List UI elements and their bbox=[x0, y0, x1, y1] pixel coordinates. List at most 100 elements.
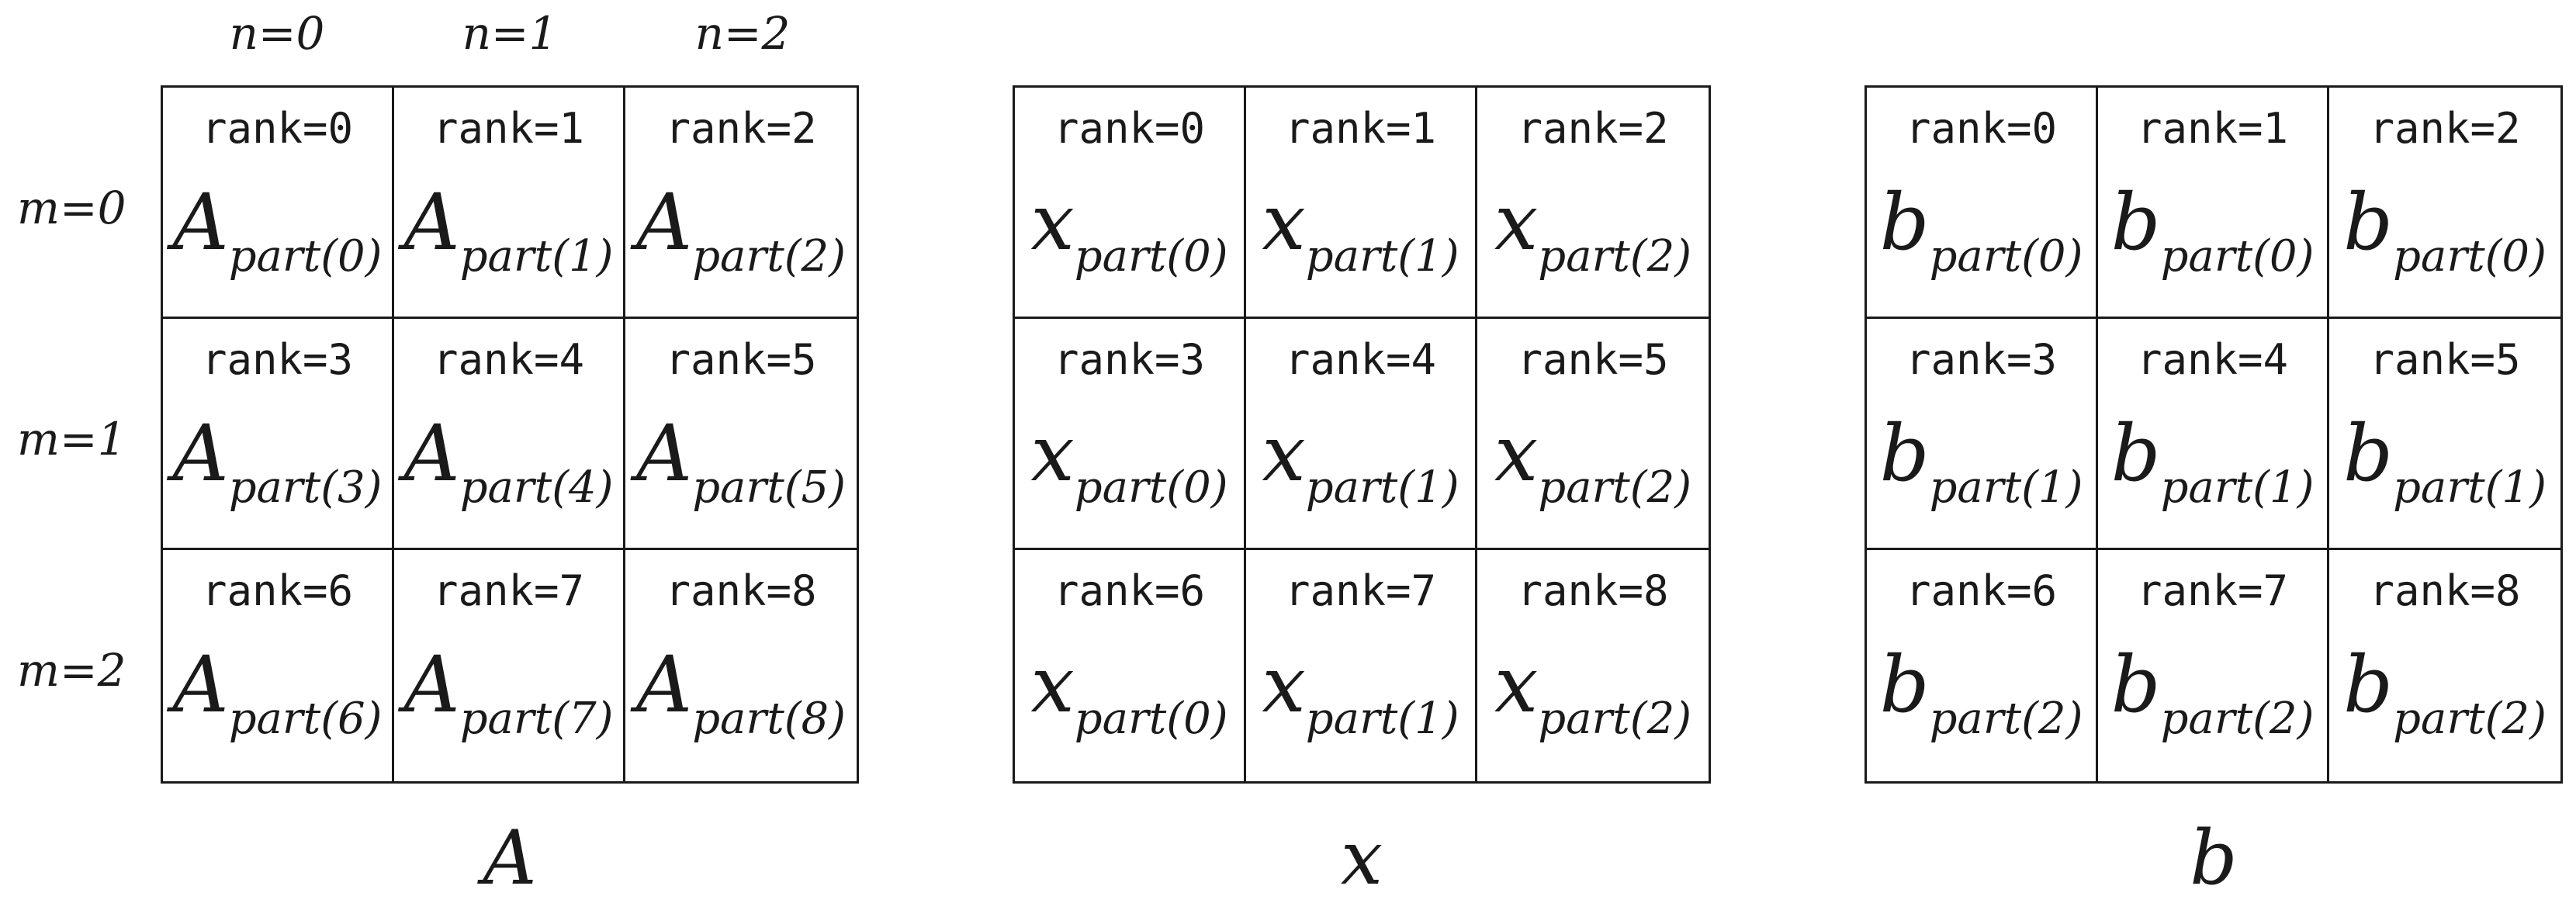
partition-subscript: part(1) bbox=[459, 231, 614, 282]
rank-label: rank=6 bbox=[1053, 566, 1206, 615]
partition-subscript: part(1) bbox=[2393, 462, 2547, 513]
partition-subscript: part(3) bbox=[228, 462, 383, 513]
partition-subscript: part(7) bbox=[459, 694, 614, 744]
partition-symbol: x bbox=[1030, 639, 1075, 730]
partition-label: xpart(2) bbox=[1477, 184, 1709, 279]
rank-label: rank=7 bbox=[2136, 566, 2289, 615]
partition-label: bpart(2) bbox=[2098, 646, 2327, 741]
partition-subscript: part(0) bbox=[2393, 231, 2547, 282]
row-label-m1: m=1 bbox=[17, 413, 126, 465]
partition-label: xpart(2) bbox=[1477, 646, 1709, 741]
rank-label: rank=0 bbox=[1053, 104, 1206, 153]
partition-subscript: part(2) bbox=[2160, 694, 2315, 744]
partition-subscript: part(1) bbox=[1305, 462, 1459, 513]
partition-symbol: b bbox=[2343, 177, 2394, 268]
partition-symbol: A bbox=[635, 408, 693, 499]
rank-label: rank=1 bbox=[2136, 104, 2289, 153]
matrix-cell: rank=2 bpart(0) bbox=[2329, 88, 2560, 319]
matrix-cell: rank=1 bpart(0) bbox=[2098, 88, 2329, 319]
partition-subscript: part(2) bbox=[1538, 462, 1692, 513]
rank-label: rank=4 bbox=[1284, 335, 1437, 384]
partition-symbol: b bbox=[2110, 408, 2161, 499]
partition-label: Apart(5) bbox=[625, 415, 857, 510]
partition-symbol: A bbox=[635, 177, 693, 268]
partition-label: bpart(0) bbox=[2329, 184, 2560, 279]
partition-symbol: A bbox=[403, 408, 460, 499]
rank-label: rank=5 bbox=[2369, 335, 2521, 384]
partition-subscript: part(1) bbox=[1305, 231, 1459, 282]
partition-symbol: A bbox=[403, 177, 460, 268]
partition-label: xpart(1) bbox=[1246, 646, 1475, 741]
partition-symbol: A bbox=[172, 408, 229, 499]
partition-label: bpart(0) bbox=[1867, 184, 2096, 279]
partition-subscript: part(8) bbox=[692, 694, 847, 744]
partition-symbol: A bbox=[635, 639, 693, 730]
partition-label: xpart(1) bbox=[1246, 184, 1475, 279]
rank-label: rank=3 bbox=[201, 335, 354, 384]
rank-label: rank=6 bbox=[1905, 566, 2058, 615]
partition-subscript: part(1) bbox=[2160, 462, 2315, 513]
partition-symbol: x bbox=[1262, 177, 1306, 268]
partition-symbol: x bbox=[1262, 639, 1306, 730]
partition-subscript: part(2) bbox=[692, 231, 847, 282]
rank-label: rank=8 bbox=[1517, 566, 1669, 615]
partition-label: Apart(2) bbox=[625, 184, 857, 279]
partition-symbol: b bbox=[2343, 408, 2394, 499]
partition-label: Apart(0) bbox=[163, 184, 392, 279]
row-label-m0: m=0 bbox=[17, 182, 126, 234]
partition-symbol: x bbox=[1262, 408, 1306, 499]
rank-label: rank=8 bbox=[2369, 566, 2521, 615]
partition-subscript: part(6) bbox=[228, 694, 383, 744]
partition-symbol: A bbox=[403, 639, 460, 730]
partition-label: bpart(1) bbox=[2098, 415, 2327, 510]
partition-subscript: part(2) bbox=[2393, 694, 2547, 744]
column-label-n0: n=0 bbox=[229, 7, 325, 60]
rank-label: rank=2 bbox=[2369, 104, 2521, 153]
rank-label: rank=3 bbox=[1053, 335, 1206, 384]
matrix-x-label: x bbox=[1340, 815, 1383, 901]
partition-label: bpart(1) bbox=[2329, 415, 2560, 510]
matrix-A-label: A bbox=[483, 815, 537, 901]
partition-label: xpart(0) bbox=[1015, 184, 1244, 279]
partition-symbol: A bbox=[172, 639, 229, 730]
partition-symbol: b bbox=[2110, 639, 2161, 730]
partition-label: bpart(0) bbox=[2098, 184, 2327, 279]
partition-subscript: part(2) bbox=[1538, 231, 1692, 282]
partition-subscript: part(0) bbox=[1074, 231, 1228, 282]
partition-label: bpart(1) bbox=[1867, 415, 2096, 510]
partition-symbol: A bbox=[172, 177, 229, 268]
matrix-cell: rank=0 bpart(0) bbox=[1867, 88, 2098, 319]
rank-label: rank=2 bbox=[665, 104, 817, 153]
partition-symbol: x bbox=[1494, 177, 1539, 268]
rank-label: rank=5 bbox=[1517, 335, 1669, 384]
partition-subscript: part(0) bbox=[228, 231, 383, 282]
rank-label: rank=6 bbox=[201, 566, 354, 615]
partition-label: Apart(7) bbox=[394, 646, 623, 741]
partition-symbol: b bbox=[2343, 639, 2394, 730]
rank-label: rank=4 bbox=[432, 335, 585, 384]
partition-label: xpart(0) bbox=[1015, 646, 1244, 741]
partition-label: Apart(3) bbox=[163, 415, 392, 510]
rank-label: rank=0 bbox=[1905, 104, 2058, 153]
partition-symbol: b bbox=[2110, 177, 2161, 268]
partition-subscript: part(1) bbox=[1929, 462, 2083, 513]
partition-subscript: part(0) bbox=[2160, 231, 2315, 282]
matrix-b-label: b bbox=[2190, 815, 2238, 901]
partition-label: Apart(4) bbox=[394, 415, 623, 510]
matrix-cell: rank=4 xpart(1) bbox=[1246, 319, 1477, 550]
